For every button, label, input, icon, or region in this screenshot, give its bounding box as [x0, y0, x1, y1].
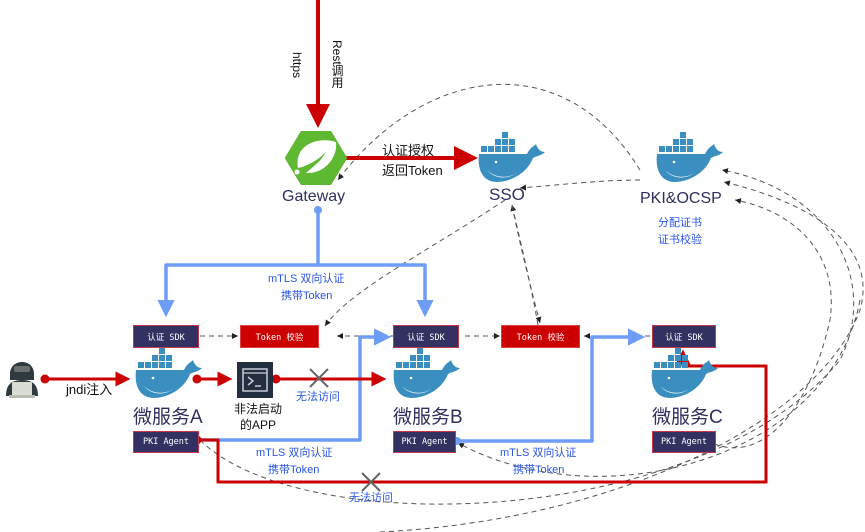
pki-docker-icon	[656, 132, 723, 182]
blocked-x-1	[309, 368, 329, 388]
dash-pki-to-gateway	[337, 83, 641, 181]
blocked-x-2	[361, 472, 381, 492]
service-a-docker-icon	[135, 348, 202, 398]
spring-leaf-icon	[285, 131, 347, 185]
mtls-label-top-1: mTLS 双向认证	[268, 273, 345, 285]
service-a-label: 微服务A	[133, 407, 203, 428]
pki-agent-c[interactable]: PKI Agent	[652, 431, 716, 453]
token-check-1[interactable]: Token 校验	[240, 325, 319, 348]
mtls-label-a-1: mTLS 双向认证	[256, 447, 333, 459]
https-label: https	[290, 52, 304, 79]
denied-label-2: 无法访问	[349, 492, 393, 504]
pki-desc-1: 分配证书	[658, 217, 702, 229]
mtls-label-b-2: 携带Token	[513, 464, 565, 476]
return-token-label: 返回Token	[382, 163, 443, 178]
service-b-docker-icon	[393, 348, 460, 398]
agenta-to-sdkb	[200, 328, 392, 442]
auth-label: 认证授权	[382, 143, 435, 158]
mtls-label-a-2: 携带Token	[268, 464, 320, 476]
mtls-label-top-2: 携带Token	[281, 290, 333, 302]
dash-pki-to-agentb	[457, 299, 861, 477]
dash-sso-to-token1	[324, 199, 506, 327]
pki-agent-b[interactable]: PKI Agent	[393, 431, 456, 453]
service-c-docker-icon	[651, 348, 718, 398]
gateway-to-sdka	[157, 210, 320, 318]
dash-pki-to-sso	[519, 179, 641, 191]
gateway-to-sdkb	[318, 263, 434, 318]
service-c-label: 微服务C	[652, 407, 723, 428]
pki-desc-2: 证书校验	[658, 234, 702, 246]
terminal-icon	[237, 362, 273, 398]
illegal-app-label-1: 非法启动	[234, 402, 283, 416]
dash-agentb-to-pki	[379, 180, 864, 532]
rest-call-label: Rest调用	[330, 40, 344, 89]
mtls-label-b-1: mTLS 双向认证	[500, 447, 577, 459]
token-check-2[interactable]: Token 校验	[501, 325, 580, 348]
denied-label-1: 无法访问	[296, 391, 340, 403]
service-b-label: 微服务B	[393, 407, 463, 428]
sso-docker-icon	[478, 132, 545, 182]
dash-agenta-to-pki	[199, 168, 855, 505]
pki-agent-a[interactable]: PKI Agent	[133, 431, 199, 453]
agentb-to-sdkc	[457, 328, 646, 443]
jndi-inject-label: jndi注入	[66, 382, 113, 397]
hacker-icon	[6, 362, 38, 398]
gateway-label: Gateway	[282, 188, 346, 205]
auth-sdk-b[interactable]: 认证 SDK	[393, 325, 459, 348]
pki-label: PKI&OCSP	[640, 190, 722, 207]
auth-sdk-a[interactable]: 认证 SDK	[133, 325, 199, 348]
dash-agentc-to-pki	[705, 198, 832, 449]
auth-sdk-c[interactable]: 认证 SDK	[652, 325, 716, 348]
sso-label: SSO	[489, 185, 525, 204]
illegal-app-label-2: 的APP	[240, 418, 277, 432]
dash-sso-token2	[511, 204, 542, 324]
